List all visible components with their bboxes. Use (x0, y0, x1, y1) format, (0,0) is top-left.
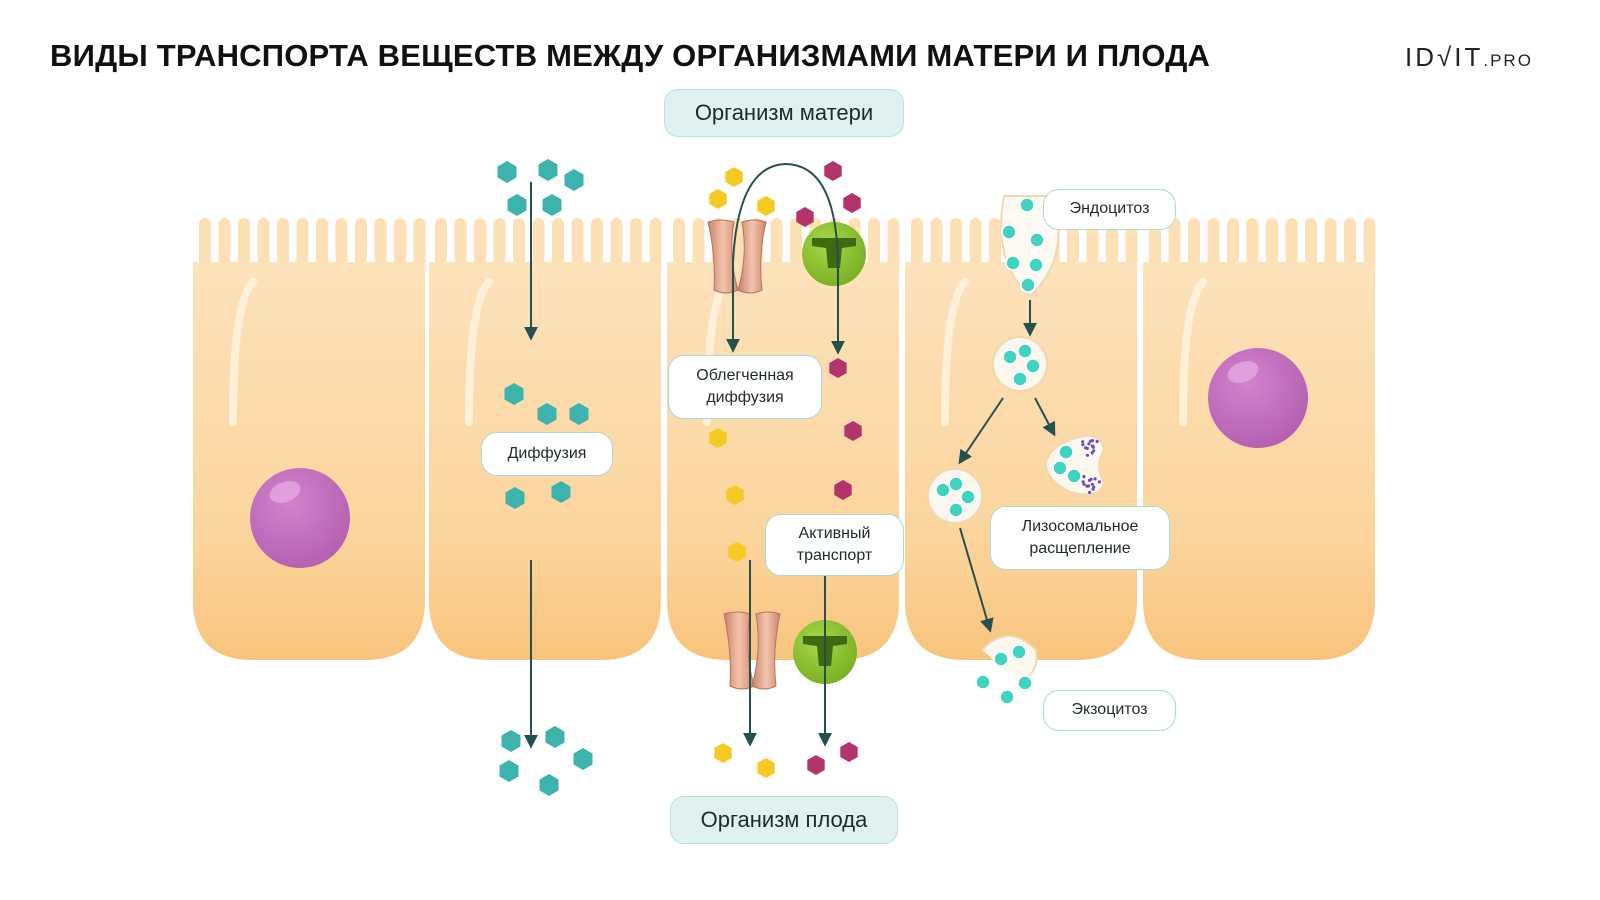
vesicle-bead (1002, 349, 1018, 365)
teal-molecule (573, 748, 593, 770)
lysosome-dot (1087, 442, 1091, 446)
teal-molecule (569, 403, 589, 425)
fetus-organism-label: Организм плода (670, 796, 898, 844)
vesicle-bead (1012, 371, 1028, 387)
nucleus-right (1208, 348, 1308, 448)
lysosomal-cleavage-label: Лизосомальное расщепление (990, 506, 1170, 570)
yellow-molecule (728, 542, 746, 562)
vesicle-bead (1029, 232, 1045, 248)
teal-molecule (538, 159, 558, 181)
brand-logo: ID√IT.PRO (1405, 42, 1533, 73)
endocytosis-label: Эндоцитоз (1043, 189, 1176, 230)
lysosome-dot (1090, 451, 1094, 455)
magenta-molecule (840, 742, 858, 762)
teal-molecule (545, 726, 565, 748)
split-arrow-right (1034, 397, 1056, 437)
teal-molecule (504, 383, 524, 405)
active-transport-label: Активный транспорт (765, 514, 904, 576)
magenta-molecule (834, 480, 852, 500)
lysosome-dot (1090, 439, 1095, 443)
channel-protein-top (707, 219, 767, 294)
teal-molecule (507, 194, 527, 216)
vesicle-bead (975, 674, 991, 690)
vesicle-bead (948, 476, 964, 492)
vesicle-bead (1058, 444, 1074, 460)
lysosome-dot (1085, 484, 1089, 488)
magenta-molecule (844, 421, 862, 441)
facilitated-active-arch-arrow (726, 162, 845, 355)
vesicle-bead (948, 502, 964, 518)
teal-molecule (501, 730, 521, 752)
split-arrow-left (958, 397, 1004, 465)
lysosome-dot (1091, 487, 1095, 491)
lysosome-dot (1081, 480, 1085, 484)
vesicle-bead (1017, 675, 1033, 691)
facilitated-diffusion-label: Облегченная диффузия (668, 355, 822, 419)
yellow-molecule (726, 485, 744, 505)
lysosome-dot (1081, 440, 1085, 444)
lysosome-dot (1089, 477, 1093, 481)
carrier-protein-top (802, 222, 866, 286)
cell-layer (193, 218, 1376, 660)
yellow-molecule (725, 167, 743, 187)
yellow-molecule (757, 758, 775, 778)
channel-protein-bottom (723, 611, 781, 690)
lysosome-dot (1093, 477, 1097, 481)
cell-3 (667, 218, 900, 660)
vesicle-bead (1017, 343, 1033, 359)
teal-molecule (499, 760, 519, 782)
magenta-molecule (843, 193, 861, 213)
vesicle-bead (1020, 277, 1036, 293)
page-title: ВИДЫ ТРАНСПОРТА ВЕЩЕСТВ МЕЖДУ ОРГАНИЗМАМ… (50, 38, 1211, 73)
molecule-layer (497, 159, 1101, 796)
lysosome-dot (1085, 453, 1090, 457)
vesicle-bead (1005, 255, 1021, 271)
yellow-molecule (709, 428, 727, 448)
vesicle-bead (1011, 644, 1027, 660)
vesicle-bead (1066, 468, 1082, 484)
lysosome-dot (1097, 480, 1101, 484)
lysosome-dot (1091, 445, 1095, 449)
logo-suffix: .PRO (1483, 51, 1533, 70)
teal-molecule (564, 169, 584, 191)
magenta-molecule (807, 755, 825, 775)
cell-1 (193, 218, 426, 660)
mother-organism-label: Организм матери (664, 89, 904, 137)
lysosome-dot (1082, 475, 1086, 479)
logo-main: ID√IT (1405, 42, 1484, 72)
diffusion-label: Диффузия (481, 432, 613, 476)
vesicle-bead (1052, 460, 1068, 476)
arrows (524, 162, 1056, 749)
vesicle-bead (999, 689, 1015, 705)
yellow-molecule (714, 743, 732, 763)
teal-molecule (542, 194, 562, 216)
magenta-molecule (824, 161, 842, 181)
teal-molecule (539, 774, 559, 796)
vesicle-bead (1019, 197, 1035, 213)
magenta-molecule (829, 358, 847, 378)
lysosome-dot (1082, 482, 1086, 486)
yellow-molecule (757, 196, 775, 216)
nucleus-left (250, 468, 350, 568)
yellow-molecule (709, 189, 727, 209)
vesicle-bead (1028, 257, 1044, 273)
teal-molecule (497, 161, 517, 183)
vesicle-bead (993, 651, 1009, 667)
lysosome-dot (1084, 446, 1088, 450)
exocytosis-arrow (959, 527, 994, 633)
teal-molecule (505, 487, 525, 509)
magenta-molecule (796, 207, 814, 227)
lysosome-dot (1081, 443, 1085, 447)
vesicle-bead (1001, 224, 1017, 240)
vesicle-bead (1025, 358, 1041, 374)
teal-molecule (551, 481, 571, 503)
exocytosis-label: Экзоцитоз (1043, 690, 1176, 731)
lysosome-dot (1095, 439, 1099, 444)
lysosome-dot (1090, 482, 1094, 486)
cell-5 (1143, 218, 1376, 660)
vesicle-bead (960, 489, 976, 505)
vesicle-bead (935, 482, 951, 498)
lysosome-dot (1088, 490, 1092, 494)
teal-molecule (537, 403, 557, 425)
